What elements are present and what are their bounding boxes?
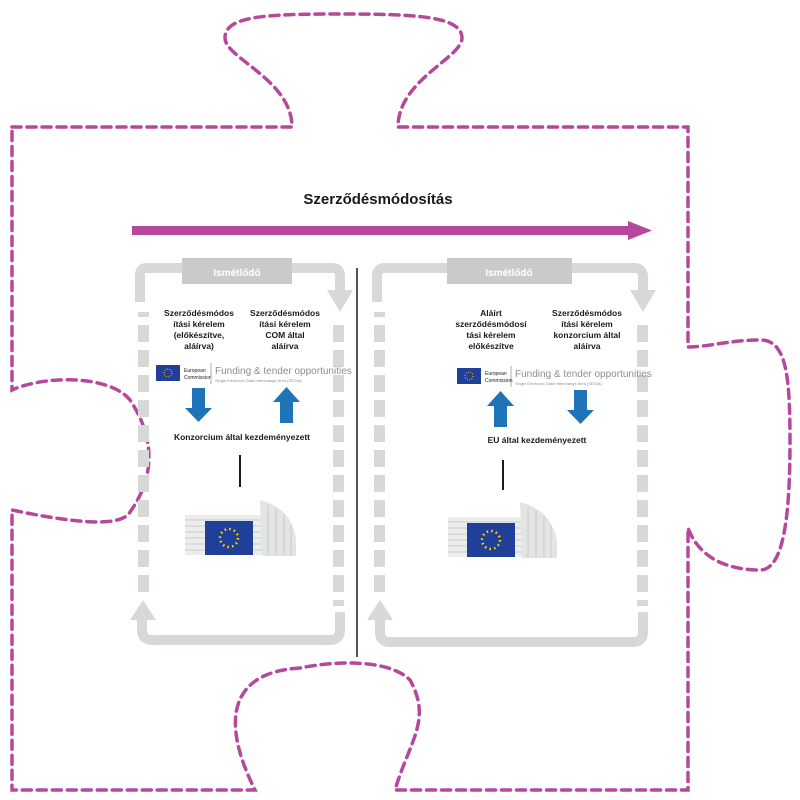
logo-name: Funding & tender opportunities (515, 369, 652, 380)
right-step-1-line: előkészítve (468, 341, 514, 351)
logo-brand-line: European (184, 368, 206, 374)
right-step-1-line: tási kérelem (466, 330, 516, 340)
ec-building-icon (448, 502, 557, 558)
right-arrow-up (487, 391, 514, 427)
right-step-1-text: Aláírt szerződésmódosí tási kérelem elők… (455, 308, 527, 351)
right-step-1-line: szerződésmódosí (455, 319, 527, 329)
left-step-2-text: Szerződésmódos ítási kérelem COM által a… (250, 308, 320, 351)
logo-brand-line: European (485, 371, 507, 377)
right-step-2-line: ítási kérelem (561, 319, 613, 329)
eu-flag-icon (205, 521, 253, 555)
logo-name: Funding & tender opportunities (215, 366, 352, 377)
right-step-2-text: Szerződésmódos ítási kérelem konzorcium … (552, 308, 622, 351)
left-step-1-line: ítási kérelem (173, 319, 225, 329)
right-panel: Ismétlődő Aláírt szerződésmódosí tási ké… (367, 258, 656, 642)
logo-brand-line: Commission (485, 378, 513, 384)
logo-tagline: Single Electronic Data Interchange Area … (215, 378, 302, 383)
left-caption: Konzorcium által kezdeményezett (174, 432, 310, 442)
logo-tagline: Single Electronic Data Interchange Area … (515, 381, 602, 386)
left-step-1-text: Szerződésmódos ítási kérelem (előkészítv… (164, 308, 234, 351)
process-direction-arrow (132, 221, 652, 240)
left-step-1-line: aláírva) (184, 341, 214, 351)
right-repeat-label: Ismétlődő (485, 268, 532, 279)
diagram-title: Szerződésmódosítás (303, 191, 452, 208)
left-panel: Ismétlődő Szerződésmódos ítási kérelem (… (130, 258, 353, 640)
left-step-2-line: COM által (265, 330, 304, 340)
left-step-2-line: aláírva (272, 341, 299, 351)
right-caption: EU által kezdeményezett (488, 435, 587, 445)
right-arrow-down (567, 390, 594, 424)
left-step-2-line: Szerződésmódos (250, 308, 320, 318)
funding-tender-logo: European Commission Funding & tender opp… (156, 363, 352, 384)
puzzle-outline (12, 14, 790, 790)
right-step-2-line: Szerződésmódos (552, 308, 622, 318)
eu-flag-icon (467, 523, 515, 557)
left-arrow-down (185, 388, 212, 422)
right-step-2-line: aláírva (574, 341, 601, 351)
ec-building-icon (185, 500, 296, 556)
right-step-1-line: Aláírt (480, 308, 502, 318)
left-arrow-up (273, 387, 300, 423)
right-step-2-line: konzorcium által (553, 330, 620, 340)
left-step-2-line: ítási kérelem (259, 319, 311, 329)
left-step-1-line: (előkészítve, (174, 330, 225, 340)
logo-brand-line: Commission (184, 375, 212, 381)
funding-tender-logo: European Commission Funding & tender opp… (457, 366, 652, 387)
left-step-1-line: Szerződésmódos (164, 308, 234, 318)
left-repeat-label: Ismétlődő (213, 268, 260, 279)
